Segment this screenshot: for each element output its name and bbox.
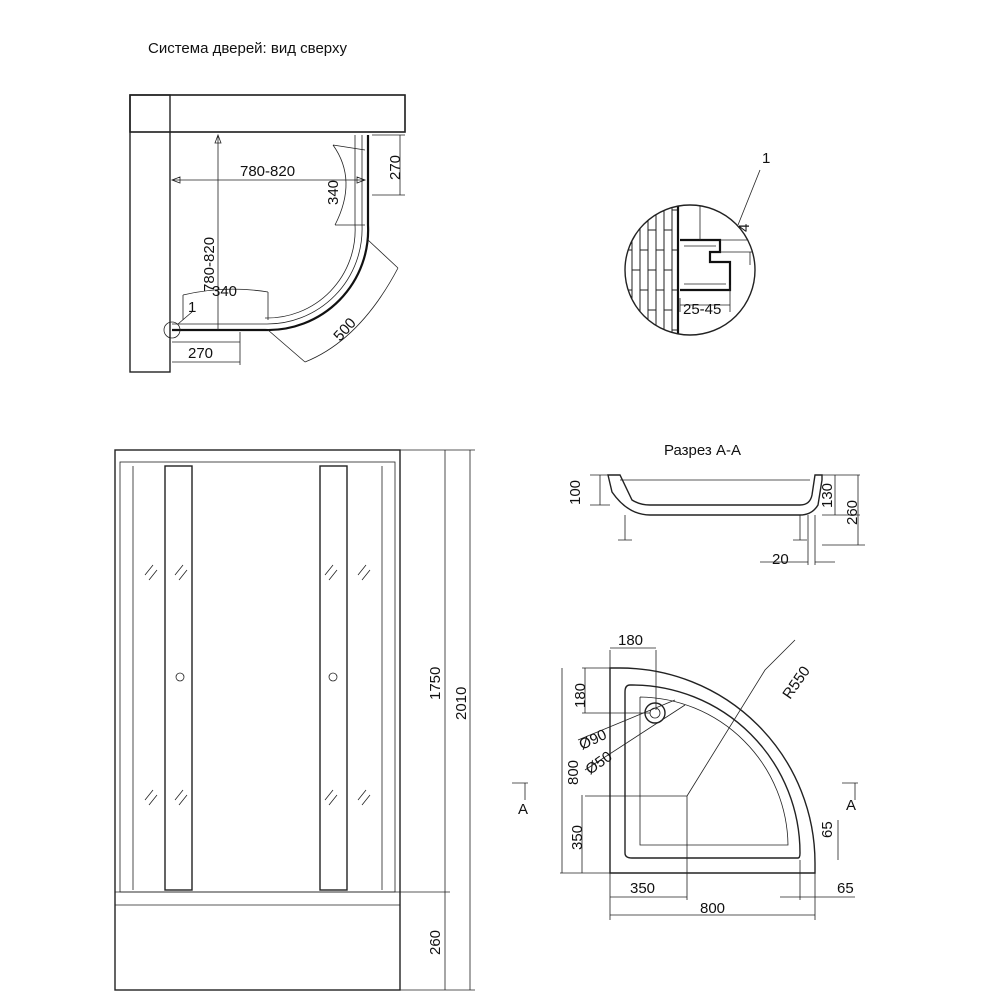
door-handle-left — [175, 672, 185, 682]
dim-opening: 500 — [330, 315, 359, 345]
dim-tray-height: 260 — [427, 930, 444, 955]
dim-fixed-right: 270 — [387, 155, 404, 180]
top-view: Система дверей: вид сверху 780-820 780-8… — [129, 40, 406, 373]
dim-width: 780-820 — [240, 163, 295, 180]
profile-detail: 1 4 25-45 — [624, 150, 770, 336]
door-outline — [172, 135, 370, 332]
dim-panel-height: 1750 — [427, 667, 444, 700]
dim-width: 800 — [700, 900, 725, 917]
dim-straight-y: 350 — [569, 825, 586, 850]
dim-rim: 100 — [567, 480, 584, 505]
detail-callout: 1 — [762, 150, 770, 167]
dim-drain-x: 180 — [618, 632, 643, 649]
front-view: 1750 2010 260 — [114, 449, 475, 991]
dim-door-swing-right: 340 — [325, 180, 342, 205]
tray-plan: 180 180 R550 Ø90 Ø50 800 350 350 800 65 … — [512, 632, 858, 920]
dim-section-total: 260 — [844, 500, 861, 525]
dim-total-height: 2010 — [453, 687, 470, 720]
dim-radius: R550 — [779, 663, 813, 702]
dim-gap: 4 — [736, 224, 753, 232]
dim-adjust: 25-45 — [683, 301, 721, 318]
dim-rim-front: 65 — [837, 880, 854, 897]
dim-rim-side: 65 — [819, 821, 836, 838]
dim-depth: 800 — [565, 760, 582, 785]
dim-leg: 20 — [772, 551, 789, 568]
wall-top — [129, 94, 406, 133]
dim-fixed-bottom: 270 — [188, 345, 213, 362]
callout-1: 1 — [188, 299, 196, 316]
section-marks — [512, 782, 858, 800]
section-mark-right: A — [846, 797, 856, 814]
section-mark-left: A — [518, 801, 528, 818]
dim-straight-x: 350 — [630, 880, 655, 897]
section-a-a: Разрез А-А 100 130 260 20 — [567, 442, 865, 568]
dim-depth: 780-820 — [201, 237, 218, 292]
detail-callout-circle — [163, 321, 181, 339]
dim-drain-y: 180 — [572, 683, 589, 708]
door-handle-right — [328, 672, 338, 682]
dim-door-swing-left: 340 — [212, 283, 237, 300]
dim-tray: 130 — [819, 483, 836, 508]
top-view-title: Система дверей: вид сверху — [148, 40, 347, 57]
section-title: Разрез А-А — [664, 442, 741, 459]
